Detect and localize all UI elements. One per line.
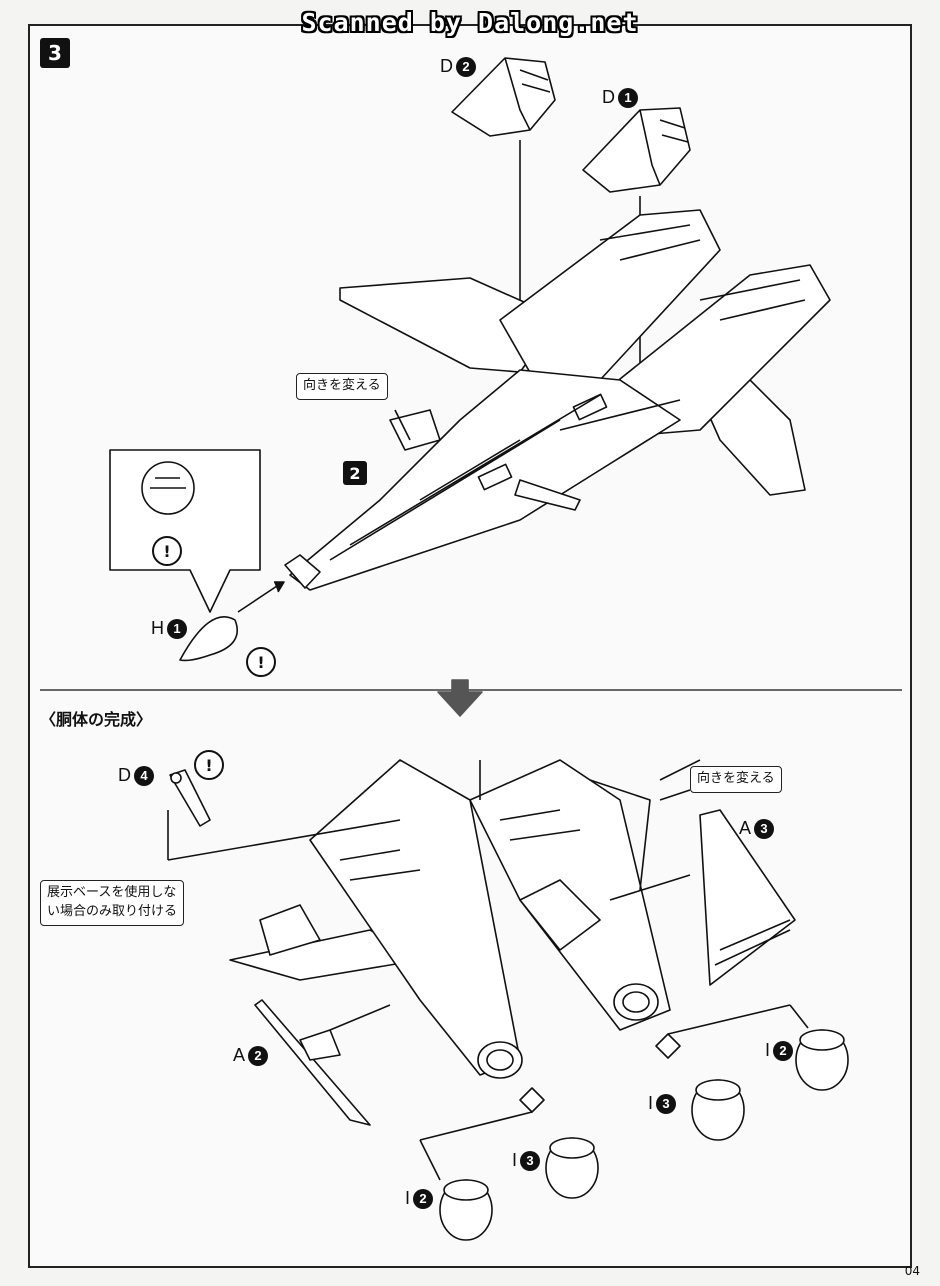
part-a2 <box>254 999 371 1126</box>
base-note-callout: 展示ベースを使用しな い場合のみ取り付ける <box>40 880 185 926</box>
warning-icon: ! <box>194 750 224 780</box>
nozzle-i3-right <box>691 1079 745 1141</box>
part-d4 <box>169 769 211 827</box>
turn-around-callout: 向きを変える <box>296 373 388 400</box>
step-number: 3 <box>40 38 70 68</box>
part-a3 <box>699 809 796 986</box>
sub-step-number: 2 <box>343 461 367 485</box>
nozzle-i2-left <box>439 1179 493 1241</box>
detail-zoom-balloon <box>109 449 261 613</box>
page-number: 04 <box>904 1264 920 1278</box>
nozzle-i2-right <box>795 1029 849 1091</box>
base-note-line: 展示ベースを使用しな <box>47 885 177 900</box>
turn-around-callout: 向きを変える <box>690 766 782 793</box>
watermark: Scanned by Dalong.net <box>301 8 639 37</box>
base-note-line: い場合のみ取り付ける <box>47 903 178 919</box>
nozzle-i3-left <box>545 1137 599 1199</box>
aircraft-rear-body <box>229 759 701 1079</box>
section-title: 〈胴体の完成〉 <box>40 710 153 729</box>
nose-cone-h1-part <box>179 616 238 662</box>
warning-icon: ! <box>152 536 182 566</box>
canopy-d1-part <box>582 107 691 193</box>
warning-icon: ! <box>246 647 276 677</box>
aircraft-upper-body <box>284 209 831 591</box>
canopy-d2-part <box>451 57 556 137</box>
